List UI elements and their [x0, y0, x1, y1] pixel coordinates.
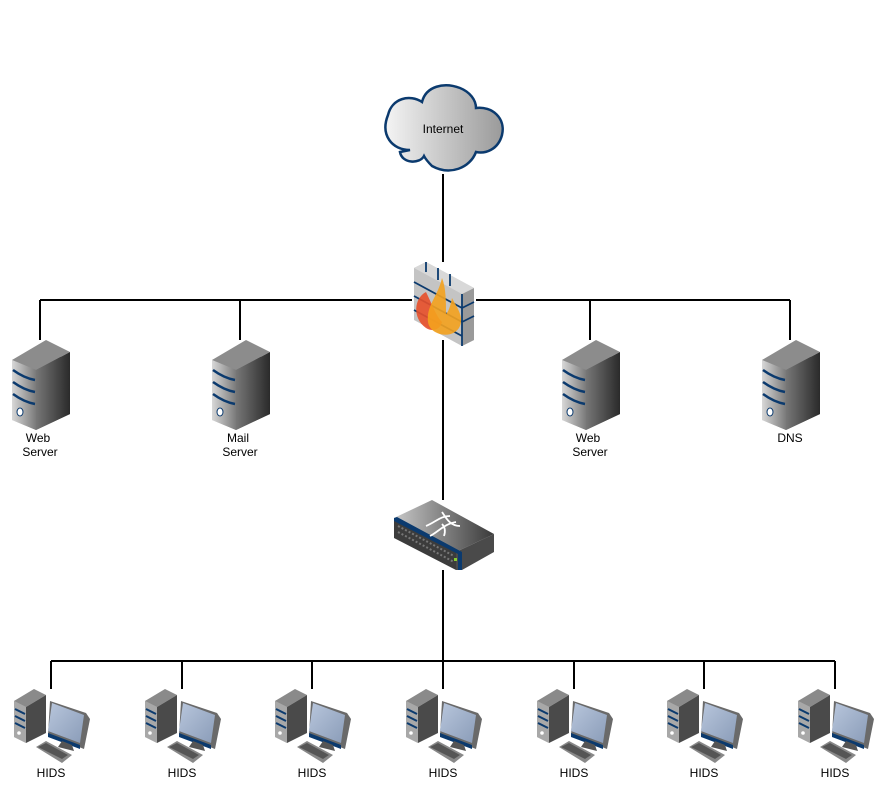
switch-icon — [394, 500, 494, 570]
workstation-icon — [14, 689, 90, 764]
hids-host-node: HIDS — [798, 689, 874, 780]
firewall-icon — [413, 262, 475, 346]
server-label-line1: Mail — [227, 431, 249, 445]
host-label: HIDS — [37, 766, 66, 780]
firewall-node — [413, 262, 475, 346]
host-label: HIDS — [690, 766, 719, 780]
server-label-line1: Web — [26, 431, 51, 445]
hids-host-node: HIDS — [537, 689, 613, 780]
server-icon — [212, 340, 270, 430]
server-node: Web Server — [562, 340, 620, 459]
server-icon — [762, 340, 820, 430]
server-label-line1: Web — [576, 431, 601, 445]
workstation-icon — [537, 689, 613, 764]
server-node: DNS — [762, 340, 820, 445]
workstation-icon — [406, 689, 482, 764]
server-node: Web Server — [12, 340, 70, 459]
server-label-line2: Server — [22, 445, 57, 459]
internet-node: Internet — [384, 84, 504, 172]
server-label-line2: Server — [572, 445, 607, 459]
host-label: HIDS — [168, 766, 197, 780]
internet-label: Internet — [423, 122, 464, 136]
workstation-icon — [667, 689, 743, 764]
host-label: HIDS — [429, 766, 458, 780]
server-node: Mail Server — [212, 340, 270, 459]
hids-host-node: HIDS — [275, 689, 351, 780]
workstation-icon — [145, 689, 221, 764]
host-label: HIDS — [821, 766, 850, 780]
workstation-icon — [275, 689, 351, 764]
workstation-icon — [798, 689, 874, 764]
connections — [39, 174, 836, 689]
hids-host-node: HIDS — [14, 689, 90, 780]
switch-node — [394, 500, 494, 570]
host-label: HIDS — [560, 766, 589, 780]
server-icon — [562, 340, 620, 430]
hids-host-node: HIDS — [145, 689, 221, 780]
server-icon — [12, 340, 70, 430]
hids-host-node: HIDS — [667, 689, 743, 780]
host-label: HIDS — [298, 766, 327, 780]
cloud-icon — [384, 84, 504, 172]
hids-host-node: HIDS — [406, 689, 482, 780]
server-label-line2: Server — [222, 445, 257, 459]
server-label-line1: DNS — [777, 431, 802, 445]
